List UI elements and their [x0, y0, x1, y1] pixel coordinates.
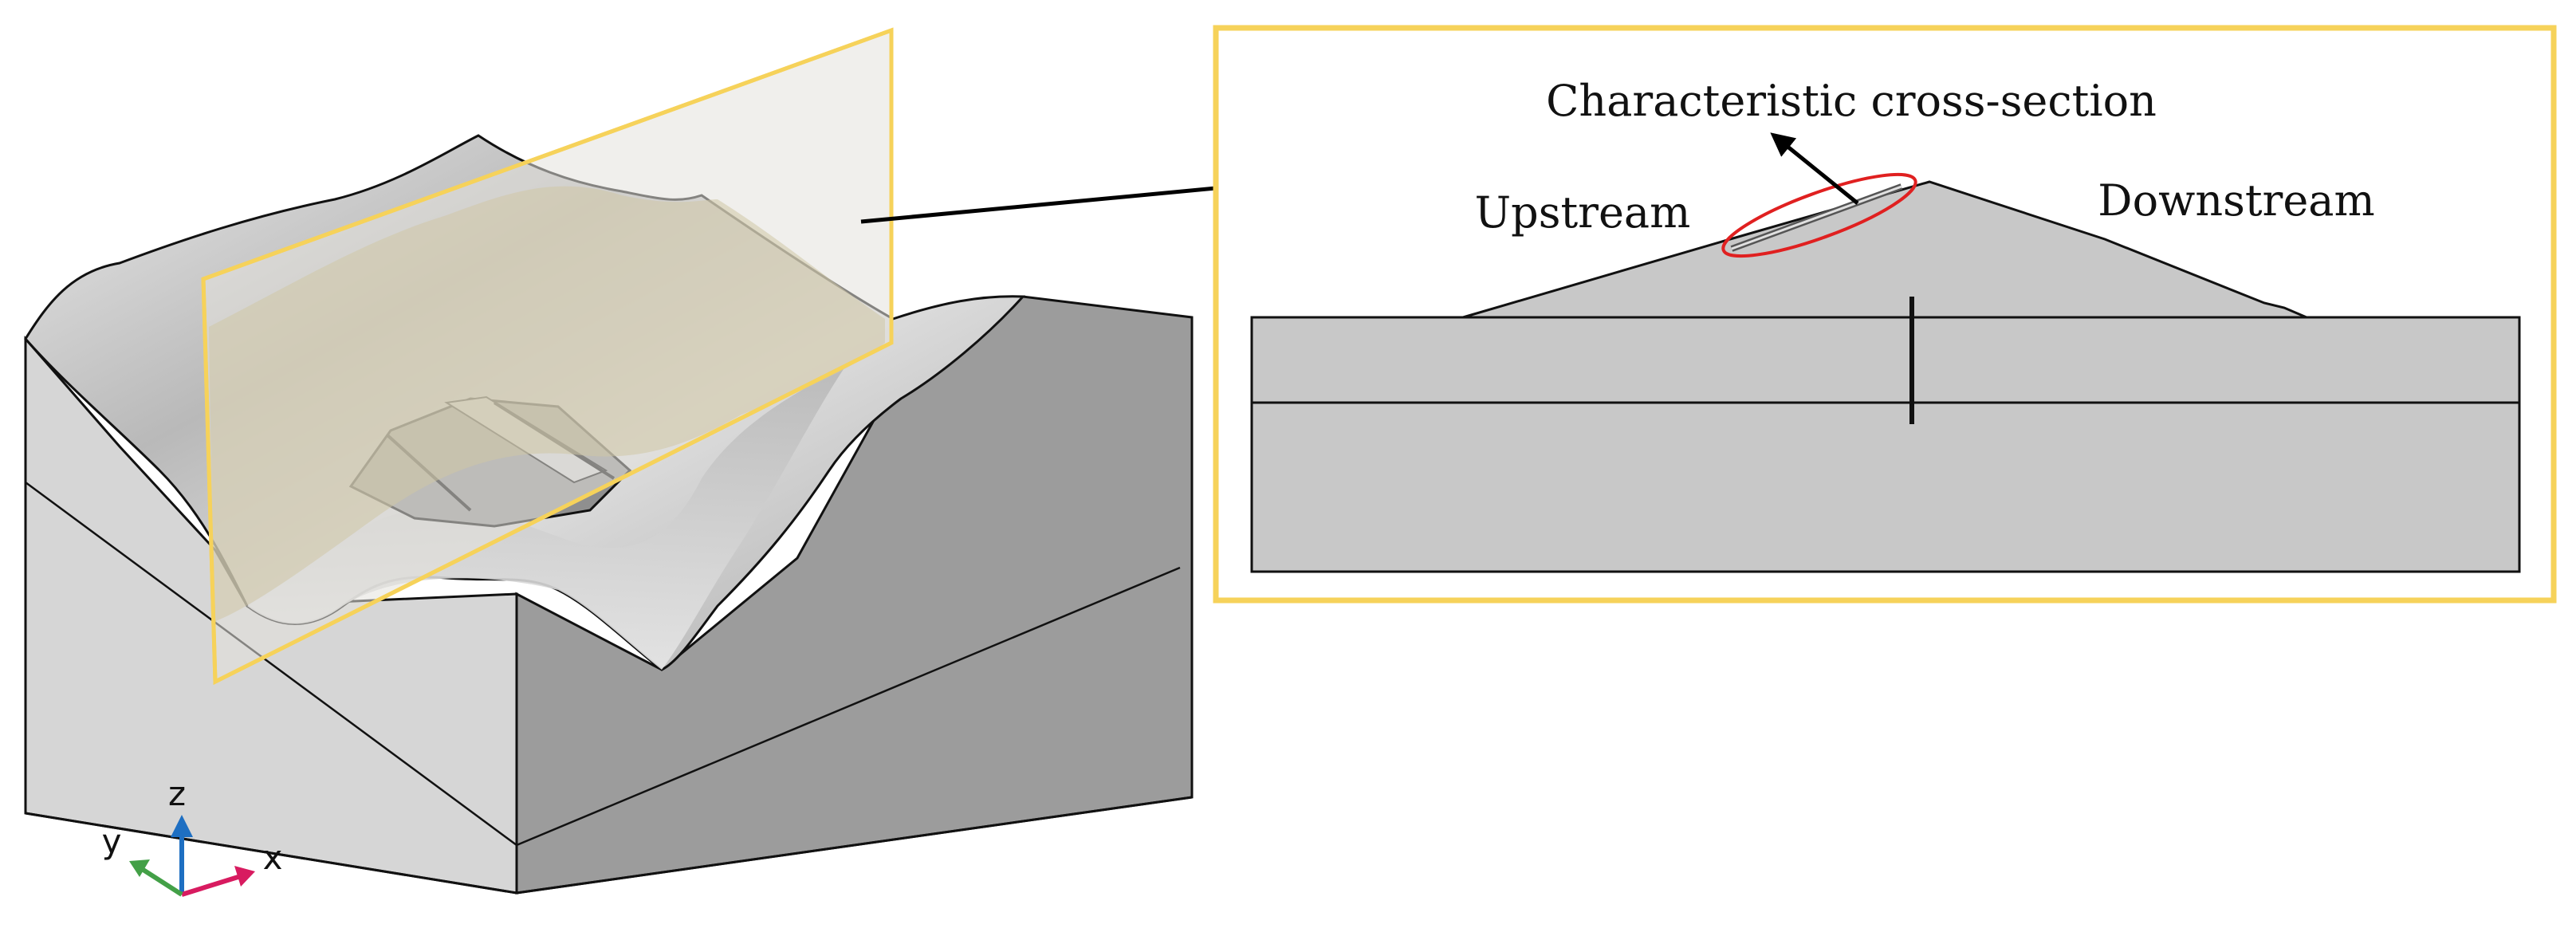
block-left-layer-line — [25, 481, 517, 847]
upstream-label: Upstream — [1475, 187, 1691, 238]
foundation-upper — [1250, 316, 2521, 404]
x-axis-label: x — [263, 838, 283, 877]
characteristic-section-marker — [1721, 172, 1917, 258]
embankment-profile — [1462, 180, 2307, 319]
block-bottom-edge — [25, 796, 1193, 895]
section-title: Characteristic cross-section — [1546, 76, 2157, 126]
cross-section-panel: Characteristic cross-section Upstream Do… — [1213, 25, 2557, 604]
downstream-label: Downstream — [2098, 175, 2374, 226]
z-axis-arrowhead — [171, 815, 193, 837]
model-3d — [24, 27, 1194, 895]
x-axis-line — [181, 873, 244, 897]
y-axis-arrowhead — [129, 859, 150, 877]
foundation-lower — [1250, 401, 2521, 573]
section-plane-border — [201, 27, 894, 685]
section-pointer-arrow — [1770, 132, 1859, 205]
valley-floor — [247, 367, 845, 670]
y-axis-label: y — [102, 822, 122, 861]
z-axis-label: z — [168, 774, 186, 813]
x-axis-arrowhead — [234, 866, 255, 887]
face-slab-inner — [1731, 185, 1902, 250]
block-right-layer-line — [516, 566, 1181, 847]
y-axis-line — [138, 865, 183, 897]
terrain-tint — [209, 186, 885, 622]
axis-triad: z x y — [102, 774, 283, 897]
